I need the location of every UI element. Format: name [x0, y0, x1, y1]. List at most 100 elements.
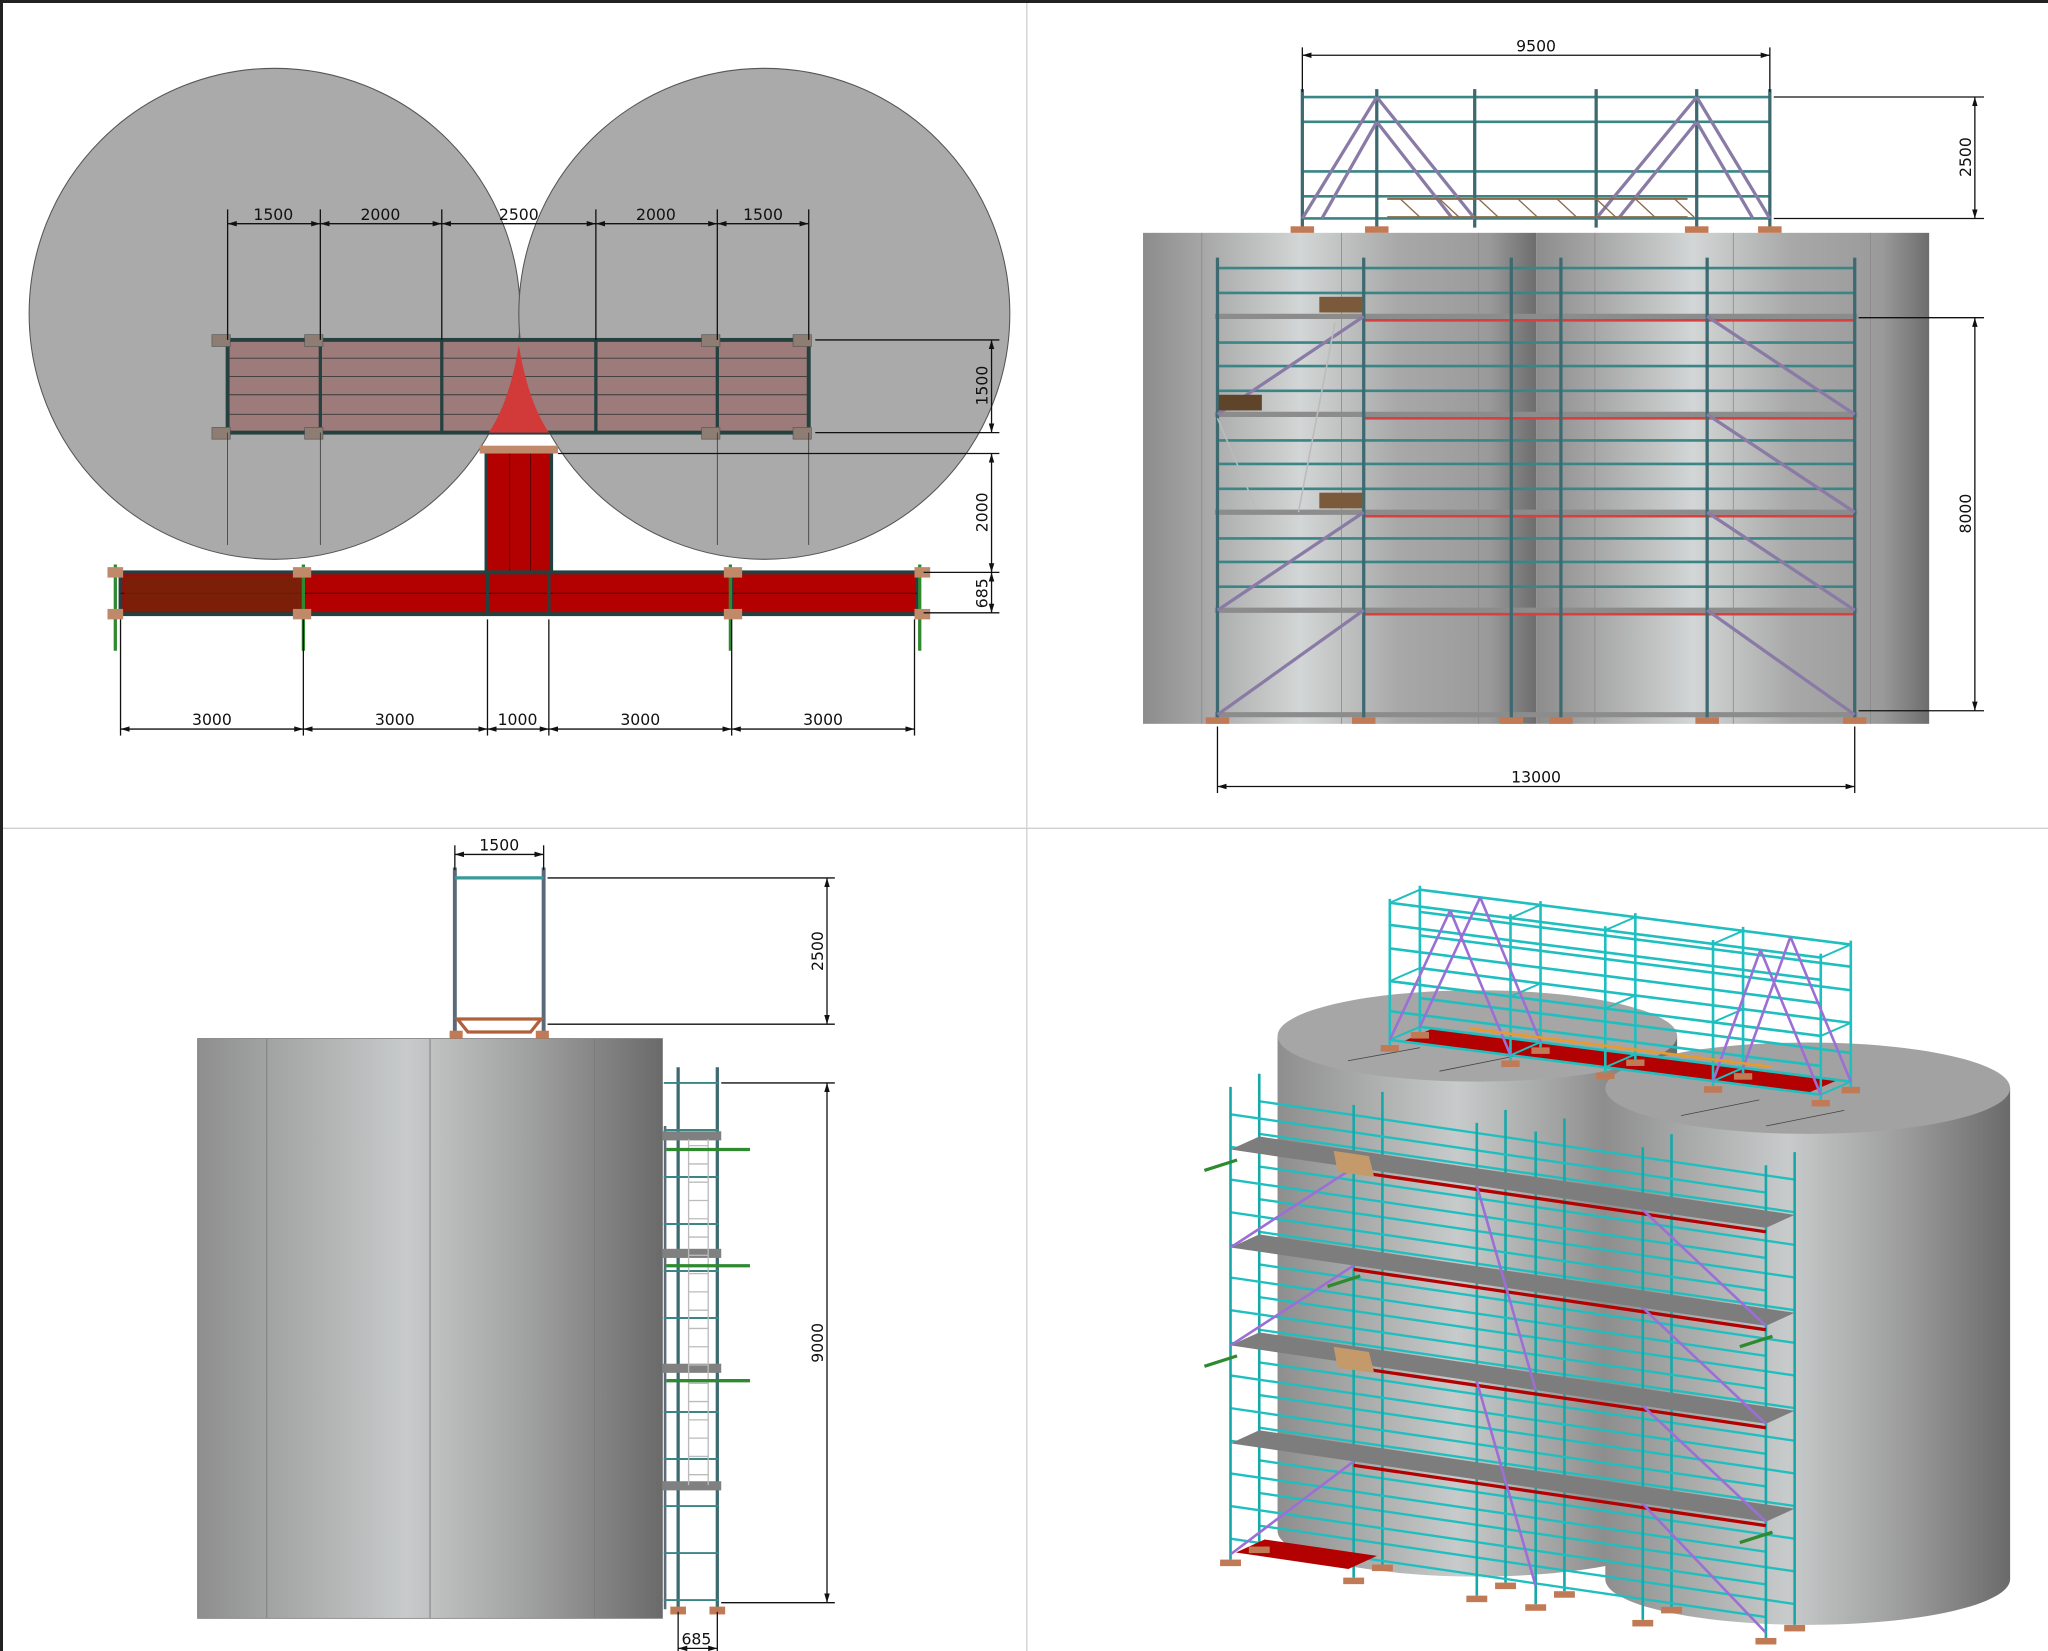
ledger [1259, 1361, 1795, 1442]
base-plate [1371, 1564, 1393, 1572]
transom [1510, 1041, 1541, 1057]
toe-board [1353, 1463, 1767, 1528]
base-plate [1351, 717, 1376, 724]
base-plate [1626, 1059, 1645, 1066]
diagonal-brace [1706, 608, 1856, 717]
roof-frame-side [449, 867, 549, 1039]
base-plate [1248, 1546, 1270, 1554]
dim-label: 1500 [973, 366, 992, 406]
wall-tie [1327, 1274, 1361, 1288]
base-plate [1703, 1086, 1723, 1093]
dim-label: 1500 [743, 205, 783, 224]
transom [1389, 888, 1421, 904]
ledger [1259, 1459, 1795, 1540]
drawing-svg: 1500 2000 2500 2000 1500 1500 2000 685 [3, 3, 2048, 1651]
ledger [1389, 1009, 1821, 1068]
side-scaffold [662, 1067, 750, 1615]
transom [1510, 982, 1541, 998]
dim-label: 1500 [479, 836, 519, 855]
diagonal-brace [1617, 120, 1698, 220]
ledger [1419, 910, 1851, 969]
diagonal-brace [1741, 936, 1792, 1069]
ledger [1259, 1100, 1795, 1181]
ledger [1230, 1374, 1767, 1455]
dim-label: 8000 [1956, 494, 1975, 534]
base-plate [1553, 1591, 1575, 1598]
diagonal-brace [1641, 1306, 1767, 1425]
ledger [1259, 1524, 1795, 1606]
diagonal-brace [1448, 909, 1512, 1056]
deck [1230, 1332, 1795, 1424]
front-scaffold [1205, 257, 1867, 724]
wall-tie [1739, 1334, 1773, 1349]
base-plate [1549, 717, 1573, 724]
diagonal-brace [1229, 1264, 1355, 1347]
ledger [1230, 1276, 1767, 1358]
deck [1230, 1430, 1795, 1522]
diagonal-brace [1375, 120, 1454, 220]
diagonal-brace [1475, 1185, 1537, 1391]
base-plate [1695, 717, 1719, 724]
diagonal-brace [1594, 95, 1698, 220]
ledger [1230, 1178, 1767, 1260]
deck-end [662, 1481, 722, 1491]
diagonal-brace [1375, 95, 1476, 220]
truss-web [1517, 198, 1538, 218]
base-plate [1466, 1595, 1488, 1603]
front-dims: 9500 2500 8000 13000 [1216, 36, 1985, 794]
ledger [1259, 1491, 1795, 1573]
base-plate [1784, 1624, 1806, 1632]
diagonal-brace [1641, 1208, 1767, 1327]
base-plate [1758, 226, 1782, 233]
toe-board [1353, 1169, 1767, 1234]
connector-platform [479, 445, 559, 574]
ledger [1419, 934, 1851, 992]
roof-scaffold-elevation [1290, 89, 1782, 233]
ledger [1259, 1165, 1795, 1247]
plan-dims-bottom: 3000 3000 1000 3000 3000 [119, 619, 916, 736]
transom [1820, 1080, 1852, 1096]
dim-label: 1500 [253, 205, 293, 224]
diagonal-brace [1706, 510, 1856, 612]
diagonal-brace [1706, 412, 1856, 514]
base-plate [1495, 1582, 1516, 1590]
ladder-bay [124, 576, 303, 612]
diagonal-brace [1695, 96, 1772, 220]
dim-label: 3000 [375, 710, 415, 729]
wall-tie [1739, 1530, 1773, 1545]
ledger [1259, 1263, 1795, 1344]
deck [1230, 1136, 1795, 1228]
dim-label: 9500 [1516, 36, 1556, 55]
plan-dims-top: 1500 2000 2500 2000 1500 [226, 205, 810, 545]
diagonal-brace [1641, 1502, 1767, 1634]
deck-end [662, 1363, 722, 1373]
dim-label: 1000 [498, 710, 538, 729]
transom [1712, 929, 1744, 945]
base-plate [1410, 1032, 1430, 1039]
dim-label: 2500 [499, 205, 539, 224]
ladder-hatch [1218, 394, 1262, 411]
truss-web [1439, 198, 1460, 218]
base-plate [1290, 226, 1315, 233]
dim-label: 3000 [620, 710, 660, 729]
plan-dims-right: 1500 2000 685 [558, 339, 1000, 614]
ledger [1259, 1393, 1795, 1475]
dim-label: 2000 [636, 205, 676, 224]
ledger [1259, 1198, 1795, 1279]
dim-label: 2500 [808, 931, 827, 971]
front-elevation: 9500 2500 8000 13000 [1143, 36, 1985, 794]
base-plate [670, 1606, 686, 1615]
toe-board [1353, 1267, 1767, 1332]
dim-label: 685 [973, 578, 992, 608]
truss-web [1634, 198, 1656, 218]
ledger [1259, 1426, 1795, 1508]
dim-label: 13000 [1511, 768, 1561, 787]
base-plate [1365, 226, 1389, 233]
ledger [1259, 1295, 1795, 1377]
tank-right-plan [518, 67, 1011, 560]
base-plate [1811, 1099, 1830, 1107]
base-plate [1684, 226, 1709, 233]
base-plate [1632, 1619, 1654, 1627]
diagonal-brace [1300, 96, 1379, 220]
